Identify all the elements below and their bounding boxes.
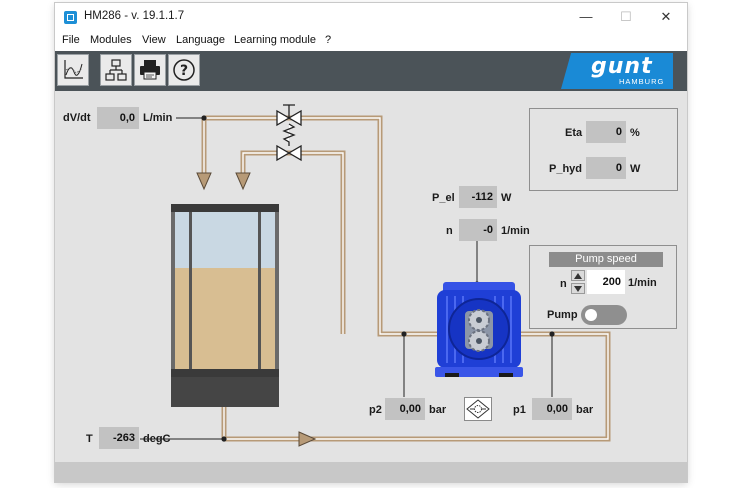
temperature-label: T (86, 433, 93, 445)
toolbar: ? gunt HAMBURG (55, 51, 687, 91)
chart-icon (64, 60, 83, 79)
efficiency-panel: Eta 0 % P_hyd 0 W (529, 108, 678, 191)
menu-modules[interactable]: Modules (90, 34, 132, 46)
logo-text: gunt (591, 54, 653, 79)
eta-unit: % (630, 127, 640, 139)
maximize-button[interactable]: ☐ (620, 9, 632, 24)
network-icon (105, 59, 127, 81)
piping-diagram (140, 104, 611, 447)
p-el-unit: W (501, 192, 512, 204)
pump-label: Pump (547, 309, 578, 321)
menu-language[interactable]: Language (176, 34, 225, 46)
menu-file[interactable]: File (62, 34, 80, 46)
p-hyd-value: 0 (586, 157, 626, 179)
menu-view[interactable]: View (142, 34, 166, 46)
help-icon: ? (173, 59, 195, 81)
pump-speed-panel: Pump speed n 200 1/min Pump (529, 245, 677, 329)
eta-label: Eta (565, 127, 583, 139)
p2-unit: bar (429, 404, 447, 416)
pump-speed-input[interactable]: 200 (587, 270, 625, 294)
speed-label: n (446, 225, 453, 237)
speed-increase-button[interactable] (571, 270, 585, 281)
valve-top (276, 104, 302, 127)
speed-decrease-button[interactable] (571, 283, 585, 294)
p1-value: 0,00 (532, 398, 572, 420)
pump-symbol-icon (466, 399, 490, 419)
p-el-label: P_el (432, 192, 455, 204)
window-title: HM286 - v. 19.1.1.7 (84, 10, 185, 22)
arrow-up-icon (574, 273, 582, 279)
pump-toggle[interactable] (581, 305, 627, 325)
pump-speed-n-label: n (560, 278, 567, 290)
flow-rate-unit: L/min (143, 112, 173, 124)
p1-label: p1 (513, 404, 526, 416)
help-glyph: ? (180, 63, 188, 79)
p2-label: p2 (369, 404, 382, 416)
pump-mode-button[interactable] (464, 397, 492, 421)
flow-rate-value: 0,0 (97, 107, 139, 129)
flow-arrows (196, 172, 317, 447)
close-button[interactable]: ✕ (660, 9, 672, 24)
eta-value: 0 (586, 121, 626, 143)
title-bar[interactable]: HM286 - v. 19.1.1.7 — ☐ ✕ (55, 3, 687, 31)
p-hyd-unit: W (630, 163, 641, 175)
printer-icon (140, 60, 160, 80)
pump-speed-unit: 1/min (628, 277, 657, 289)
pump-speed-title: Pump speed (549, 252, 663, 267)
p-hyd-label: P_hyd (549, 163, 583, 175)
status-bar (55, 462, 687, 482)
app-icon (64, 11, 77, 24)
p2-value: 0,00 (385, 398, 425, 420)
valve-bottom (276, 123, 302, 162)
process-diagram: dV/dt 0,0 L/min T -263 degC P_el -112 W … (55, 91, 687, 462)
chart-button[interactable] (57, 54, 89, 86)
arrow-down-icon (574, 286, 582, 292)
logo-subtext: HAMBURG (619, 77, 665, 86)
menu-help[interactable]: ? (325, 34, 332, 46)
flow-rate-label: dV/dt (63, 112, 91, 124)
print-button[interactable] (134, 54, 166, 86)
sensor-lines (140, 117, 553, 440)
speed-unit: 1/min (501, 225, 530, 237)
speed-value: -0 (459, 219, 497, 241)
p1-unit: bar (576, 404, 594, 416)
gunt-logo: gunt HAMBURG (561, 53, 673, 89)
gear-pump-motor (435, 282, 523, 377)
app-window: HM286 - v. 19.1.1.7 — ☐ ✕ File Modules V… (55, 3, 687, 482)
menu-learning-module[interactable]: Learning module (234, 34, 316, 46)
pump-toggle-knob (585, 309, 597, 321)
help-button[interactable]: ? (168, 54, 200, 86)
temperature-value: -263 (99, 427, 139, 449)
p-el-value: -112 (459, 186, 497, 208)
network-button[interactable] (100, 54, 132, 86)
tank (171, 204, 279, 407)
minimize-button[interactable]: — (579, 9, 593, 24)
temperature-unit: degC (143, 433, 171, 445)
menu-bar: File Modules View Language Learning modu… (55, 31, 687, 51)
